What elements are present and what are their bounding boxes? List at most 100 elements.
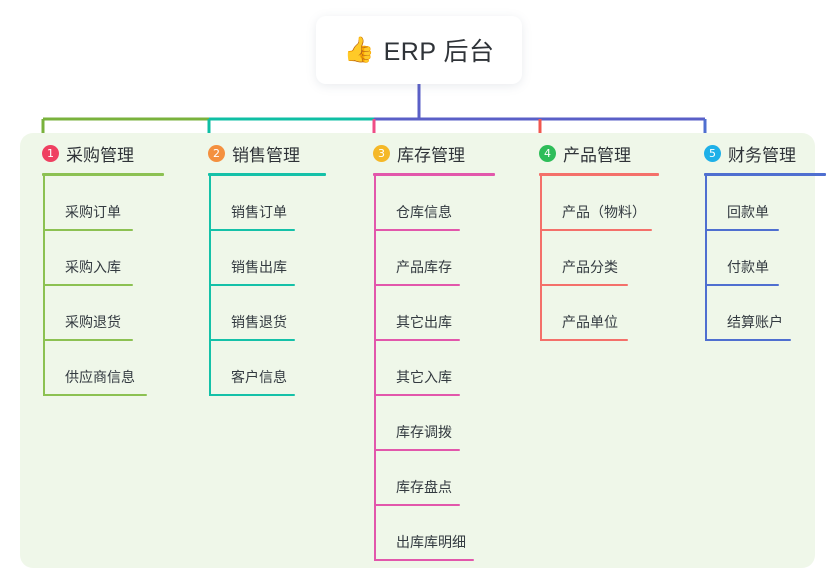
leaf-item-label: 产品单位 [562,314,618,330]
leaf-item-label: 付款单 [727,259,769,275]
leaf-item[interactable]: 付款单 [682,231,796,286]
leaf-item-underline [374,394,460,396]
leaf-item-underline [43,284,133,286]
leaf-item-label: 产品库存 [396,259,452,275]
leaf-item-label: 销售出库 [231,259,287,275]
leaf-item-underline [374,229,460,231]
leaf-item-underline [43,394,147,396]
leaf-item-underline [374,449,460,451]
leaf-item-underline [43,229,133,231]
leaf-item-label: 回款单 [727,204,769,220]
column-number-badge: 3 [373,144,390,162]
leaf-item[interactable]: 采购订单 [20,176,134,231]
leaf-item-label: 结算账户 [727,314,783,330]
leaf-item[interactable]: 销售出库 [186,231,300,286]
leaf-item[interactable]: 产品（物料） [517,176,652,231]
column-number-badge: 2 [208,144,225,162]
leaf-item-underline [540,339,628,341]
leaf-item[interactable]: 销售退货 [186,286,300,341]
leaf-item-label: 其它出库 [396,314,452,330]
root-node[interactable]: 👍 ERP 后台 [316,16,522,84]
leaf-item-label: 产品（物料） [562,204,646,220]
column-销售管理: 2 销售管理销售订单销售出库销售退货客户信息 [186,138,326,396]
column-库存管理: 3 库存管理仓库信息产品库存其它出库其它入库库存调拨库存盘点出库库明细 [351,138,495,561]
leaf-item[interactable]: 结算账户 [682,286,796,341]
column-header[interactable]: 5 财务管理 [682,138,826,176]
column-items: 仓库信息产品库存其它出库其它入库库存调拨库存盘点出库库明细 [351,176,474,561]
leaf-item-underline [540,229,652,231]
column-underline [373,173,495,176]
column-underline [539,173,659,176]
leaf-item-label: 库存调拨 [396,424,452,440]
leaf-item[interactable]: 产品单位 [517,286,631,341]
column-产品管理: 4 产品管理产品（物料） 产品分类产品单位 [517,138,659,341]
column-items: 销售订单销售出库销售退货客户信息 [186,176,300,396]
leaf-item[interactable]: 产品分类 [517,231,631,286]
leaf-item[interactable]: 回款单 [682,176,796,231]
leaf-item-underline [374,559,474,561]
column-header[interactable]: 2 销售管理 [186,138,326,176]
leaf-item-underline [705,339,791,341]
column-title: 销售管理 [232,145,300,165]
leaf-item-label: 产品分类 [562,259,618,275]
column-title: 库存管理 [397,145,465,165]
column-header[interactable]: 4 产品管理 [517,138,659,176]
leaf-item[interactable]: 其它入库 [351,341,465,396]
column-items: 产品（物料） 产品分类产品单位 [517,176,652,341]
thumbs-up-icon: 👍 [343,35,375,64]
column-number-badge: 5 [704,144,721,162]
leaf-item-underline [209,394,295,396]
column-spine [540,176,542,341]
column-number-badge: 4 [539,144,556,162]
leaf-item[interactable]: 采购退货 [20,286,134,341]
leaf-item-label: 出库库明细 [396,534,466,550]
leaf-item-underline [209,339,295,341]
column-财务管理: 5 财务管理回款单付款单结算账户 [682,138,826,341]
diagram-panel [20,133,815,568]
column-underline [704,173,826,176]
leaf-item[interactable]: 供应商信息 [20,341,147,396]
column-underline [42,173,164,176]
leaf-item-label: 采购入库 [65,259,121,275]
column-spine [209,176,211,396]
leaf-item[interactable]: 仓库信息 [351,176,465,231]
leaf-item-label: 客户信息 [231,369,287,385]
leaf-item[interactable]: 其它出库 [351,286,465,341]
leaf-item-underline [43,339,133,341]
column-title: 财务管理 [728,145,796,165]
column-spine [43,176,45,396]
root-title: ERP 后台 [383,38,495,66]
leaf-item-underline [705,284,779,286]
leaf-item-label: 其它入库 [396,369,452,385]
leaf-item-underline [540,284,628,286]
column-spine [705,176,707,341]
leaf-item-underline [374,284,460,286]
leaf-item-underline [209,229,295,231]
leaf-item-underline [705,229,779,231]
column-number-badge: 1 [42,144,59,162]
column-items: 采购订单采购入库采购退货供应商信息 [20,176,147,396]
leaf-item-label: 库存盘点 [396,479,452,495]
leaf-item-label: 销售退货 [231,314,287,330]
leaf-item-underline [209,284,295,286]
leaf-item[interactable]: 产品库存 [351,231,465,286]
leaf-item-underline [374,339,460,341]
leaf-item-underline [374,504,460,506]
column-header[interactable]: 1 采购管理 [20,138,164,176]
leaf-item[interactable]: 客户信息 [186,341,300,396]
leaf-item[interactable]: 库存盘点 [351,451,465,506]
leaf-item-label: 供应商信息 [65,369,135,385]
column-title: 采购管理 [66,145,134,165]
leaf-item[interactable]: 库存调拨 [351,396,465,451]
column-underline [208,173,326,176]
leaf-item-label: 销售订单 [231,204,287,220]
leaf-item-label: 采购退货 [65,314,121,330]
column-spine [374,176,376,561]
column-采购管理: 1 采购管理采购订单采购入库采购退货供应商信息 [20,138,164,396]
leaf-item[interactable]: 出库库明细 [351,506,474,561]
leaf-item[interactable]: 采购入库 [20,231,134,286]
column-title: 产品管理 [563,145,631,165]
leaf-item-label: 采购订单 [65,204,121,220]
column-header[interactable]: 3 库存管理 [351,138,495,176]
leaf-item[interactable]: 销售订单 [186,176,300,231]
